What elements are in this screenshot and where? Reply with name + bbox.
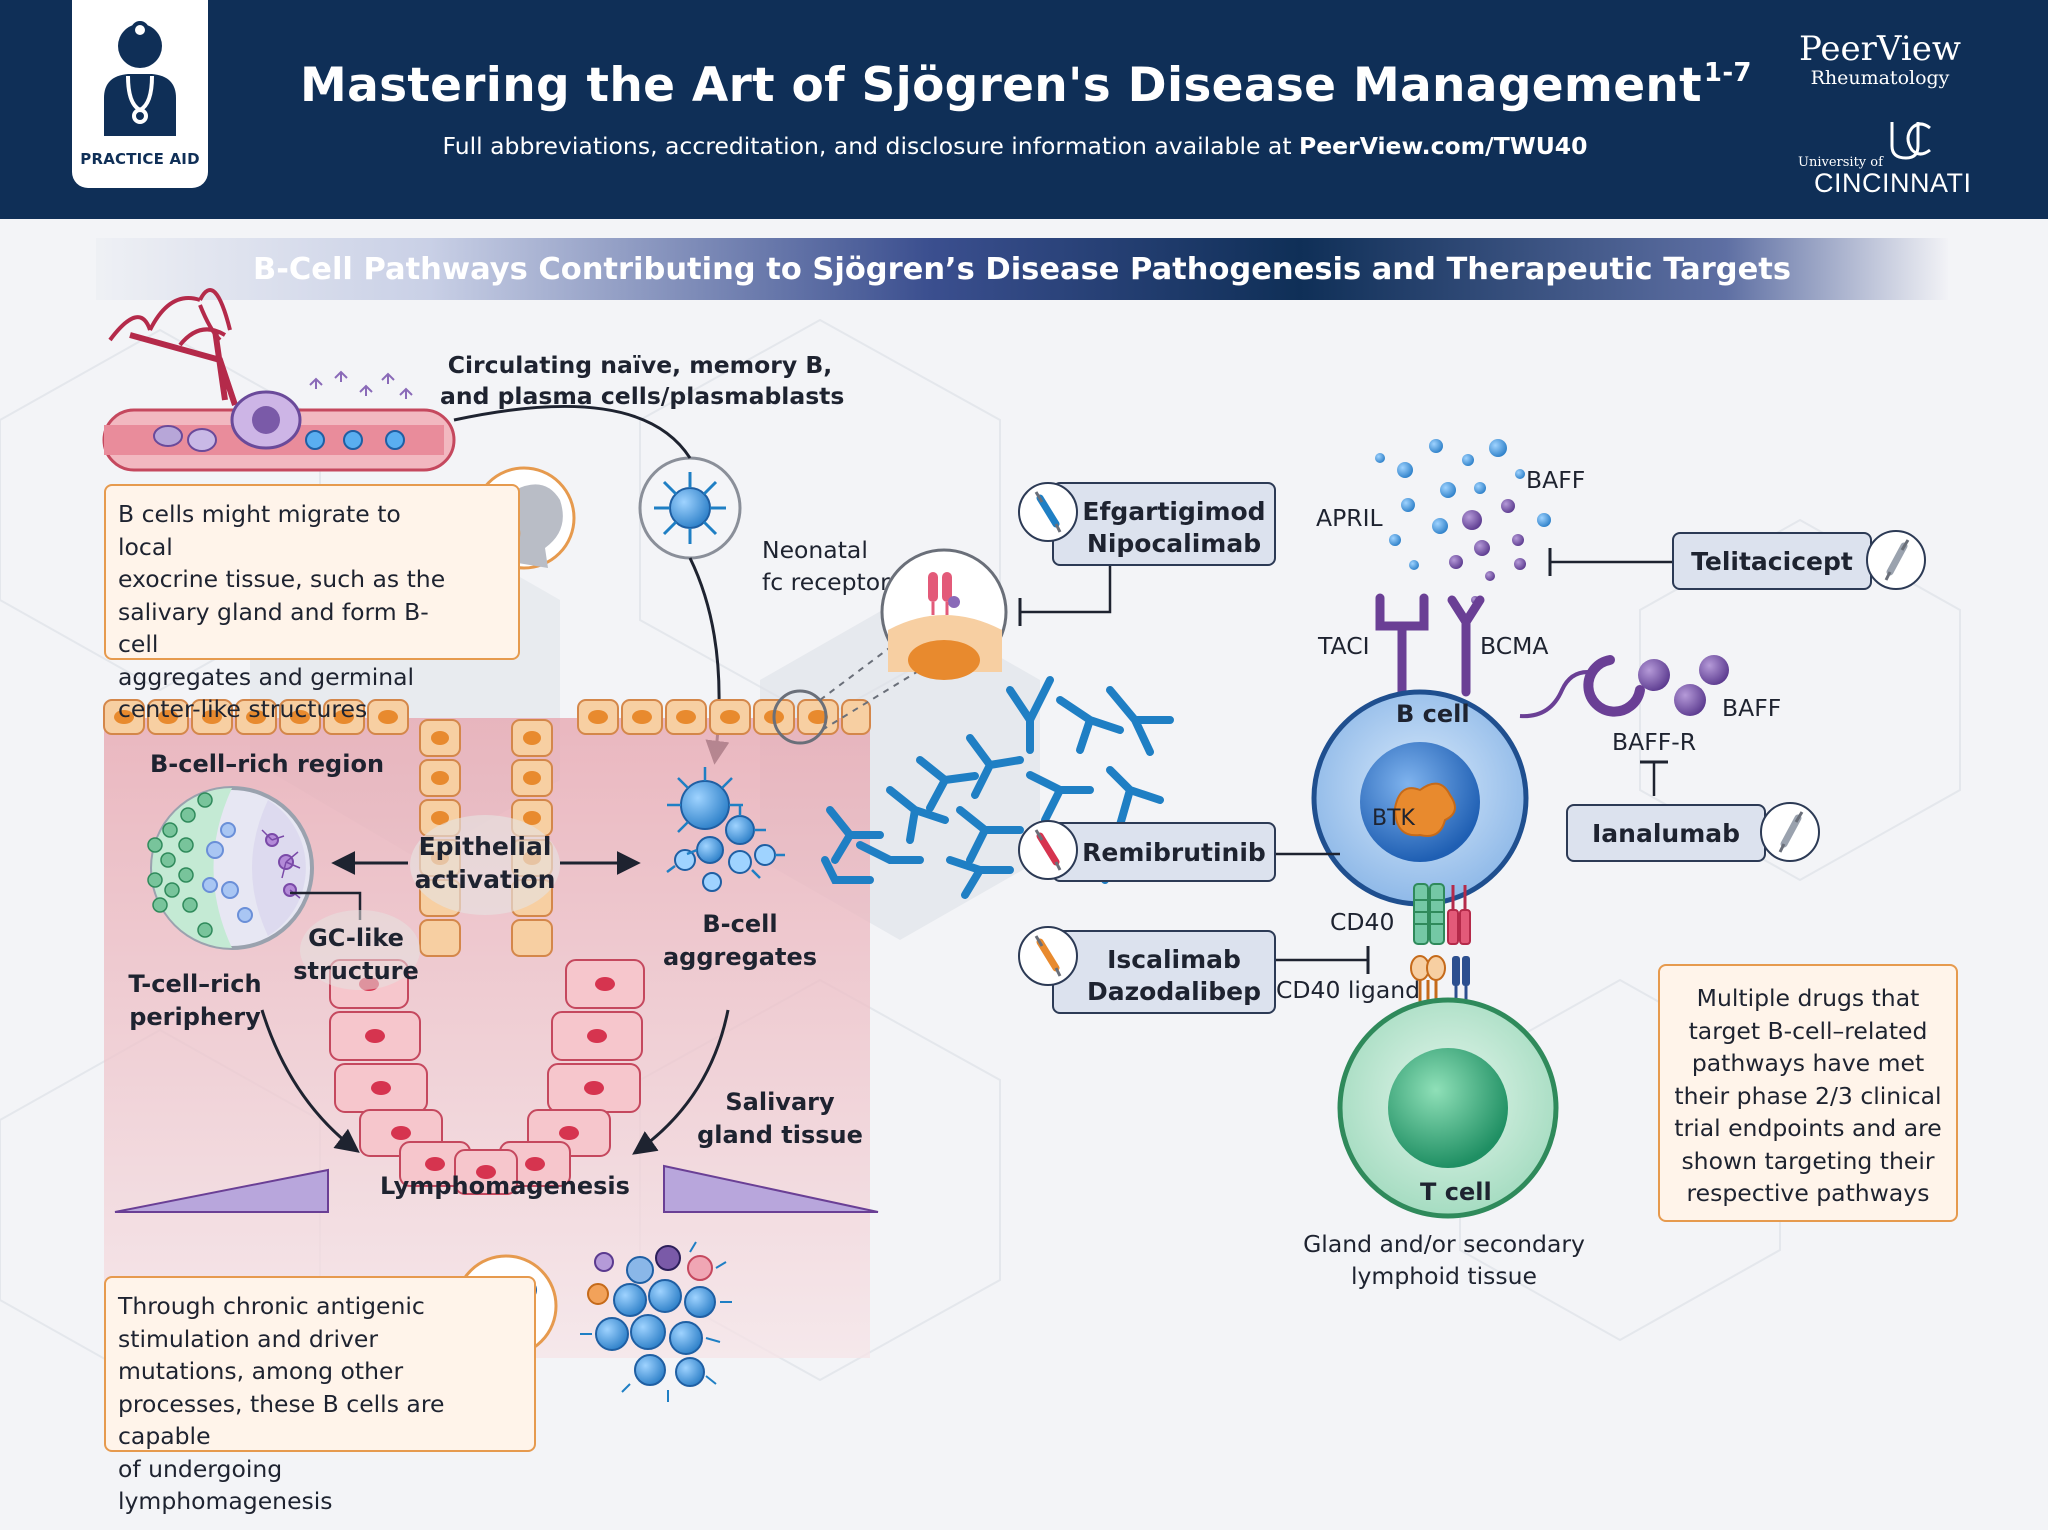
page-subtitle: Full abbreviations, accreditation, and d… (442, 132, 1588, 160)
epithelial-cells-top (103, 699, 871, 735)
salivary-gland-tissue-label: Salivary gland tissue (697, 1088, 863, 1149)
doctor-icon (104, 21, 176, 136)
ianalumab-box: Ianalumab (1566, 804, 1766, 862)
migration-note: B cells might migrate to local exocrine … (104, 484, 520, 723)
peerview-logo: PeerView Rheumatology (1799, 29, 1961, 89)
baff-right-label: BAFF (1722, 694, 1782, 722)
epithelial-activation-label: Epithelial activation (414, 832, 556, 894)
gc-like-structure (147, 786, 314, 950)
syringe-icon (1018, 482, 1078, 542)
tcell-label: T cell (1420, 1178, 1492, 1206)
syringe-icon (1866, 530, 1926, 590)
uc-logo: University of CINCINNATI (1794, 118, 2014, 198)
highlighted-cell (772, 689, 828, 745)
gland-tissue-label: Gland and/or secondary lymphoid tissue (1303, 1230, 1585, 1290)
badge-label: PRACTICE AID (80, 150, 200, 168)
cd40-complex (1410, 883, 1471, 1030)
taci-label: TACI (1318, 632, 1370, 660)
tcell-rich-periphery-label: T-cell–rich periphery (128, 970, 262, 1031)
april-label: APRIL (1316, 504, 1383, 532)
gc-like-structure-label: GC-like structure (293, 924, 419, 985)
practice-aid-badge: PRACTICE AID (72, 0, 208, 188)
section-banner: B-Cell Pathways Contributing to Sjögren’… (96, 238, 1948, 300)
bcell-rich-region-label: B-cell–rich region (150, 750, 385, 778)
blood-vessel (102, 288, 456, 472)
syringe-icon (1018, 926, 1078, 986)
page-title: Mastering the Art of Sjögren's Disease M… (300, 58, 1752, 113)
syringe-icon (1018, 820, 1078, 880)
section-title: B-Cell Pathways Contributing to Sjögren’… (252, 252, 1792, 287)
iscalimab-box: Iscalimab Dazodalibep (1052, 930, 1276, 1014)
bcell-aggregates-label: B-cell aggregates (662, 910, 818, 971)
syringe-icon (1760, 802, 1820, 862)
lymphoma-cluster (580, 1241, 732, 1402)
tcell (1337, 997, 1559, 1219)
baff-r-label: BAFF-R (1612, 728, 1697, 756)
baff-r-receptor (1519, 655, 1729, 719)
remibrutinib-box: Remibrutinib (1052, 822, 1276, 882)
cd40-label: CD40 (1330, 908, 1395, 936)
bcma-label: BCMA (1480, 632, 1549, 660)
circulating-cells-label: Circulating naïve, memory B, and plasma … (440, 351, 845, 410)
taci-receptor (1375, 593, 1429, 697)
baff-top-label: BAFF (1526, 466, 1586, 494)
lymphomagenesis-label: Lymphomagenesis (380, 1172, 630, 1200)
uc-logo-mark (1890, 122, 1931, 160)
progression-wedge-left (114, 1168, 329, 1213)
cd40-ligand-label: CD40 ligand (1276, 976, 1421, 1004)
antibody-cloud (821, 676, 1174, 899)
drugs-note: Multiple drugs that target B-cell–relate… (1658, 964, 1958, 1222)
efgartigimod-box: Efgartigimod Nipocalimab (1052, 482, 1276, 566)
bcell-label: B cell (1396, 700, 1470, 728)
bcma-receptor (1447, 595, 1485, 697)
btk-label: BTK (1372, 806, 1415, 831)
salivary-duct (329, 719, 645, 1195)
april-baff-molecules (1375, 439, 1551, 604)
progression-wedge-right (663, 1164, 879, 1213)
header-bar: PRACTICE AID Mastering the Art of Sjögre… (0, 0, 2048, 219)
lymphomagenesis-note: Through chronic antigenic stimulation an… (104, 1276, 536, 1515)
telitacicept-box: Telitacicept (1672, 532, 1872, 590)
neonatal-fc-receptor-label: Neonatal fc receptor (762, 536, 890, 596)
bcell-aggregate (666, 767, 785, 892)
peerview-link[interactable]: PeerView.com/TWU40 (1299, 132, 1588, 160)
